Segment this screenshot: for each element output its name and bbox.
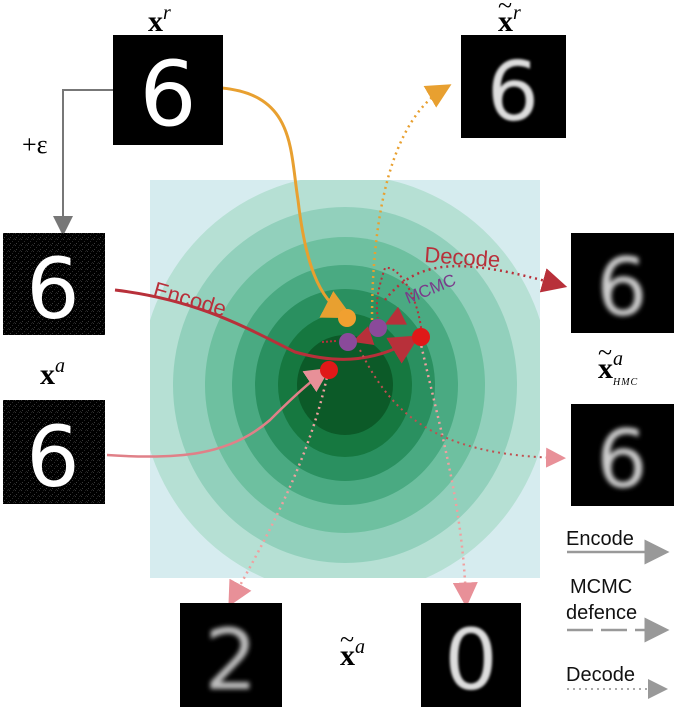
clean-latent-point — [338, 309, 356, 327]
tilde-mark-a: ~ — [340, 625, 355, 654]
svg-text:6: 6 — [26, 240, 79, 335]
noisy-adversarial-digit: 6 — [3, 233, 105, 335]
mcmc-step-arrow-1 — [384, 306, 407, 325]
svg-text:2: 2 — [204, 611, 257, 707]
label-x-a-hmc-base: x — [598, 352, 613, 385]
label-x-r-sup: r — [163, 2, 171, 24]
label-x-r: xr — [148, 2, 171, 39]
legend-mcmc-label-line2: defence — [566, 602, 638, 624]
perturbation-arrow — [53, 89, 113, 236]
svg-text:6: 6 — [597, 413, 648, 506]
adversarial-encode-light-arrow — [106, 367, 331, 458]
label-x-r-tilde-base: x — [498, 5, 513, 38]
latent-space — [150, 180, 540, 578]
legend-encode-label: Encode — [566, 528, 634, 550]
label-x-r-base: x — [148, 5, 163, 38]
label-x-a-sup: a — [55, 355, 65, 377]
mcmc-step-arrow-2 — [352, 326, 375, 346]
hmc-reconstruction-digit: 6 — [571, 404, 674, 506]
adversarial-decode-arrow — [384, 264, 568, 301]
svg-text:6: 6 — [26, 408, 79, 504]
label-x-a-base: x — [40, 358, 55, 391]
svg-text:6: 6 — [597, 241, 648, 333]
adversarial-reconstruction-digit-0: 0 — [421, 603, 521, 707]
label-x-a-tilde-sup: a — [355, 636, 365, 658]
svg-text:6: 6 — [139, 42, 196, 145]
label-x-a: xa — [40, 355, 65, 392]
label-x-a-hmc-sub: HMC — [613, 377, 639, 388]
svg-text:6: 6 — [487, 45, 539, 138]
perturbation-label: +ε — [22, 130, 48, 159]
clean-reconstruction-digit: 6 — [461, 35, 566, 138]
decoded-reconstruction-digit: 6 — [571, 233, 674, 333]
tilde-mark-hmc: ~ — [598, 338, 613, 367]
mcmc-point-1 — [339, 333, 357, 351]
mcmc-point-2 — [369, 319, 387, 337]
svg-text:0: 0 — [444, 611, 497, 707]
tilde-mark-r: ~ — [498, 0, 513, 20]
legend-decode-label: Decode — [566, 664, 635, 686]
legend-mcmc-label-line1: MCMC — [570, 576, 633, 598]
decode-to-hmc-arrow — [359, 349, 566, 468]
adversarial-latent-point-1 — [412, 328, 430, 346]
label-x-a-tilde: ~ x a — [340, 625, 365, 673]
clean-encode-arrow — [221, 86, 353, 319]
label-x-a-tilde-hmc: ~ x a HMC — [598, 338, 639, 390]
label-x-a-tilde-base: x — [340, 639, 355, 672]
label-x-r-tilde: ~ x r — [498, 0, 521, 39]
adversarial-latent-point-2 — [320, 361, 338, 379]
adversarial-reconstruction-digit-2: 2 — [180, 603, 282, 707]
decode-arrow-label: Decode — [424, 242, 501, 272]
adversarial-input-digit: 6 — [3, 400, 105, 504]
latent-ring-7 — [297, 335, 393, 435]
adversarial-encode-arrow — [114, 288, 420, 364]
clean-input-digit: 6 — [113, 35, 223, 145]
label-x-r-tilde-sup: r — [513, 2, 521, 24]
label-x-a-hmc-sup: a — [613, 348, 623, 370]
mcmc-dotted-loop — [375, 266, 423, 339]
